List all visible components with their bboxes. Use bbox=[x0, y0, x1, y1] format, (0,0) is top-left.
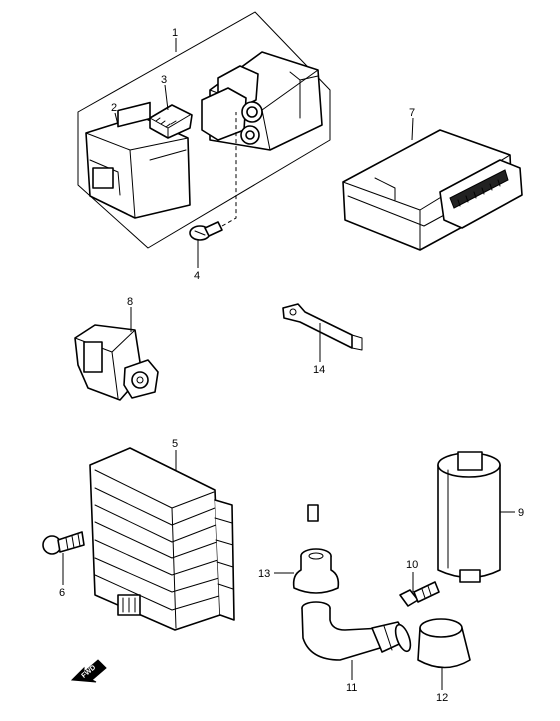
callout-2: 2 bbox=[111, 102, 117, 114]
callout-5: 5 bbox=[172, 438, 178, 450]
callout-8: 8 bbox=[127, 296, 133, 308]
leader-lines bbox=[62, 38, 515, 690]
callout-3: 3 bbox=[161, 74, 167, 86]
callout-11: 11 bbox=[346, 682, 357, 694]
part-10-bolt[interactable] bbox=[399, 581, 440, 607]
part-4-screw[interactable] bbox=[189, 221, 223, 241]
part-14-clamp[interactable] bbox=[282, 303, 363, 351]
callout-4: 4 bbox=[194, 270, 200, 282]
callout-13: 13 bbox=[258, 568, 270, 580]
callout-14: 14 bbox=[313, 364, 325, 376]
part-12-cap[interactable] bbox=[417, 618, 471, 669]
callout-12: 12 bbox=[436, 692, 448, 704]
part-5-regulator[interactable] bbox=[89, 447, 235, 631]
callout-7: 7 bbox=[409, 107, 415, 119]
part-8-connector[interactable] bbox=[74, 324, 159, 401]
part-9-ignition-coil[interactable] bbox=[307, 387, 501, 583]
callout-1: 1 bbox=[172, 27, 178, 39]
leader-4 bbox=[221, 112, 237, 227]
part-13-grommet[interactable] bbox=[292, 548, 340, 594]
part-3-fuse[interactable] bbox=[149, 104, 193, 139]
callout-6: 6 bbox=[59, 587, 65, 599]
part-6-bolt[interactable] bbox=[42, 531, 85, 555]
callout-labels: 1 2 3 4 5 6 7 8 9 10 11 12 13 14 bbox=[59, 27, 524, 704]
forward-arrow-icon: FWD bbox=[70, 659, 107, 683]
callout-9: 9 bbox=[518, 507, 524, 519]
part-7-ecm[interactable] bbox=[342, 129, 523, 251]
callout-10: 10 bbox=[406, 559, 418, 571]
part-2-connector-holder[interactable] bbox=[85, 101, 191, 219]
part-1-fuse-box[interactable] bbox=[201, 51, 323, 151]
part-11-plug-cap[interactable] bbox=[301, 601, 413, 661]
assembly-group-box bbox=[77, 11, 331, 249]
